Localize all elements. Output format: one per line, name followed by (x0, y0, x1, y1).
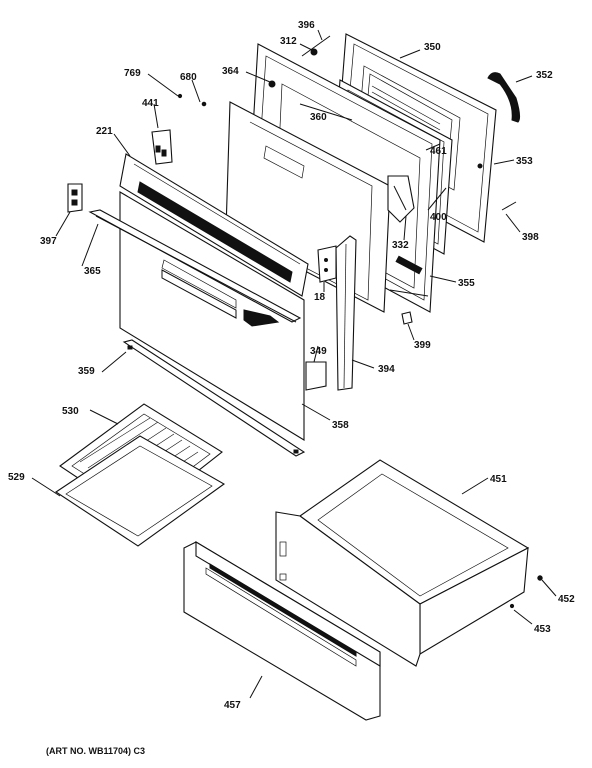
door-handle-365 (88, 209, 302, 323)
label-364: 364 (222, 66, 239, 77)
label-360: 360 (310, 112, 327, 123)
label-457: 457 (224, 700, 241, 711)
screw-452 (537, 575, 543, 581)
label-396: 396 (298, 20, 315, 31)
label-769: 769 (124, 68, 141, 79)
label-530: 530 (62, 406, 79, 417)
label-312: 312 (280, 36, 297, 47)
door-bottom-trim-359 (122, 339, 306, 457)
small-parts (177, 35, 543, 609)
label-353: 353 (516, 156, 533, 167)
label-398: 398 (522, 232, 539, 243)
label-359: 359 (78, 366, 95, 377)
screw-364 (268, 80, 276, 88)
screw-680 (201, 101, 207, 107)
label-529: 529 (8, 472, 25, 483)
screw-453 (509, 603, 515, 609)
screw-769 (177, 93, 183, 99)
gasket-352 (487, 72, 521, 123)
label-352: 352 (536, 70, 553, 81)
label-332: 332 (392, 240, 409, 251)
label-441: 441 (142, 98, 159, 109)
label-18: 18 (314, 292, 326, 303)
bracket-397 (67, 183, 83, 213)
label-358: 358 (332, 420, 349, 431)
label-400: 400 (430, 212, 447, 223)
hinge-bracket-18 (317, 245, 337, 283)
screw-398 (501, 201, 517, 211)
label-349: 349 (310, 346, 327, 357)
door-top-vent-panel-221 (119, 153, 309, 297)
vent-bracket-441 (151, 129, 173, 165)
side-channel-394 (335, 235, 357, 391)
label-221: 221 (96, 126, 113, 137)
insulation-349 (305, 361, 327, 391)
drawer-body-451 (275, 459, 530, 667)
label-461: 461 (430, 146, 447, 157)
hinge-part-332 (387, 175, 415, 223)
part-labels: 396 312 350 352 769 680 364 360 441 461 … (8, 20, 575, 711)
drawer-front-457 (183, 541, 381, 721)
label-680: 680 (180, 72, 197, 83)
label-451: 451 (490, 474, 507, 485)
label-355: 355 (458, 278, 475, 289)
screw-396 (301, 35, 331, 57)
broiler-pan-529 (55, 435, 226, 547)
label-399: 399 (414, 340, 431, 351)
clip-399 (401, 311, 413, 325)
art-number: (ART NO. WB11704) C3 (46, 746, 145, 756)
label-452: 452 (558, 594, 575, 605)
label-397: 397 (40, 236, 57, 247)
leader-lines (31, 29, 557, 699)
label-350: 350 (424, 42, 441, 53)
label-394: 394 (378, 364, 395, 375)
label-453: 453 (534, 624, 551, 635)
label-365: 365 (84, 266, 101, 277)
screw-312 (310, 48, 318, 56)
